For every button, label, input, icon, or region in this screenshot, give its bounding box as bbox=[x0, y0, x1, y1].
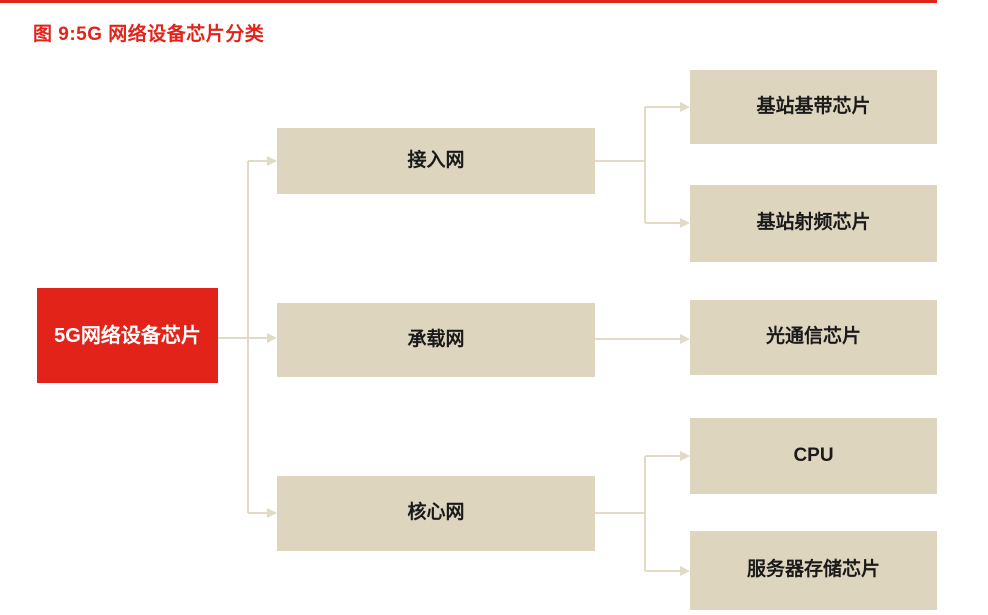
node-core-network: 核心网 bbox=[277, 476, 595, 551]
node-cpu: CPU bbox=[690, 418, 937, 494]
connector-access-branch bbox=[595, 106, 681, 224]
node-optical-comm-chip: 光通信芯片 bbox=[690, 300, 937, 375]
node-root-5g-network-equipment-chip: 5G网络设备芯片 bbox=[37, 288, 218, 383]
node-access-network: 接入网 bbox=[277, 128, 595, 194]
node-basestation-rf-chip: 基站射频芯片 bbox=[690, 185, 937, 262]
node-bearer-network: 承载网 bbox=[277, 303, 595, 377]
connector-core-branch bbox=[595, 455, 681, 572]
connector-root-trunk bbox=[218, 160, 268, 514]
arrowhead-icons bbox=[267, 102, 690, 576]
title-top-rule bbox=[0, 0, 937, 3]
figure-title: 图 9:5G 网络设备芯片分类 bbox=[33, 24, 265, 45]
node-server-storage-chip: 服务器存储芯片 bbox=[690, 531, 937, 610]
node-basestation-baseband-chip: 基站基带芯片 bbox=[690, 70, 937, 144]
